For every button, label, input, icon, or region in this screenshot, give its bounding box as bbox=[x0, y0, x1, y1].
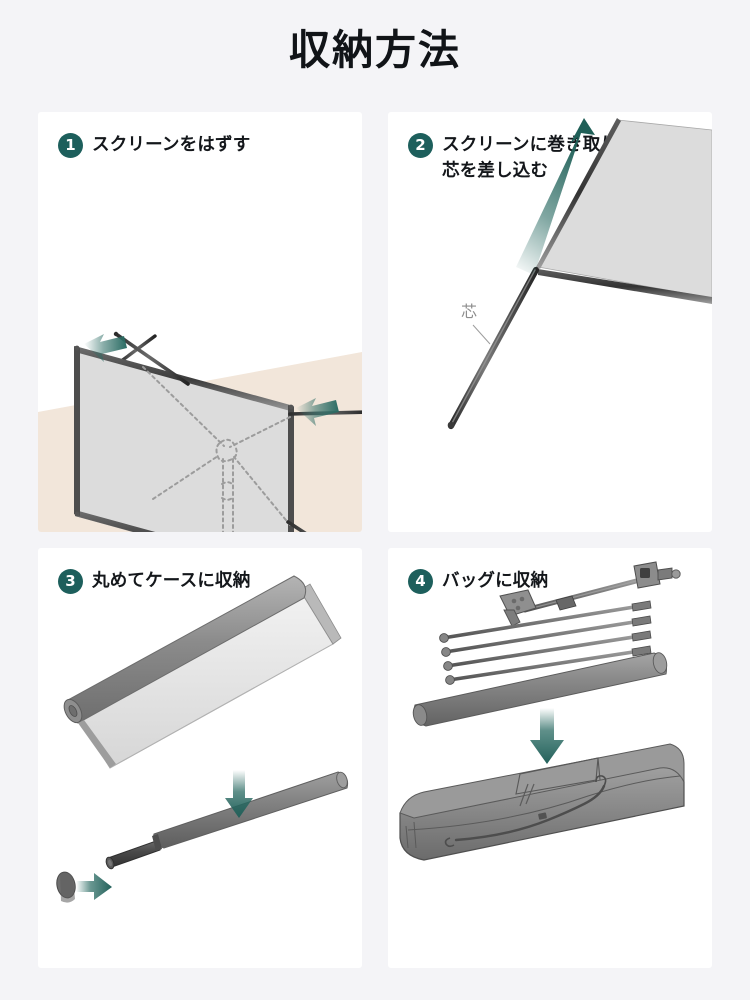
leg-1 bbox=[439, 600, 652, 643]
step-1-header: 1 スクリーンをはずす bbox=[58, 132, 348, 158]
cap-insert-arrow bbox=[76, 873, 112, 900]
step-2-illustration: 芯 bbox=[388, 112, 712, 532]
crossbar-right-hub bbox=[633, 561, 681, 589]
step-3-caption: 丸めてケースに収納 bbox=[92, 571, 251, 591]
projector-screen bbox=[74, 345, 294, 532]
insert-direction-arrow bbox=[516, 118, 595, 275]
step-4-illustration bbox=[388, 548, 712, 968]
leg-2 bbox=[441, 615, 652, 657]
step-1-illustration bbox=[38, 112, 362, 532]
screen-sheet bbox=[536, 118, 712, 304]
detach-arrow-right bbox=[296, 398, 339, 426]
rolled-screen bbox=[63, 575, 342, 769]
step-1-caption: スクリーンをはずす bbox=[92, 135, 251, 155]
core-label: 芯 bbox=[461, 302, 477, 321]
step-3-illustration bbox=[38, 548, 362, 968]
insert-down-arrow bbox=[225, 770, 253, 818]
hidden-frame-dashed bbox=[142, 366, 291, 532]
tube-case bbox=[105, 771, 349, 870]
step-4-header: 4 バッグに収納 bbox=[408, 568, 698, 594]
carry-bag bbox=[399, 743, 685, 861]
step-4-caption: バッグに収納 bbox=[442, 571, 549, 591]
core-label-group: 芯 bbox=[461, 302, 491, 345]
step-3-header: 3 丸めてケースに収納 bbox=[58, 568, 348, 594]
step-card-4: 4 バッグに収納 bbox=[388, 548, 712, 968]
steps-grid: 1 スクリーンをはずす bbox=[38, 112, 712, 968]
crossbar-assembly bbox=[499, 561, 681, 627]
step-2-badge: 2 bbox=[408, 133, 433, 158]
step-card-1: 1 スクリーンをはずす bbox=[38, 112, 362, 532]
tube-end-cap bbox=[56, 871, 76, 903]
leg-3 bbox=[443, 630, 652, 671]
crossbar-left-hub bbox=[499, 589, 537, 627]
detach-arrow-top-left bbox=[84, 334, 127, 362]
step-3-badge: 3 bbox=[58, 569, 83, 594]
page-title: 収納方法 bbox=[289, 26, 461, 74]
step-4-badge: 4 bbox=[408, 569, 433, 594]
step-card-2: 2 スクリーンに巻き取り用の 芯を差し込む bbox=[388, 112, 712, 532]
winding-core-rod bbox=[447, 266, 540, 430]
tube-case-4 bbox=[412, 652, 668, 727]
legs-group bbox=[439, 600, 652, 685]
step-card-3: 3 丸めてケースに収納 bbox=[38, 548, 362, 968]
step-1-badge: 1 bbox=[58, 133, 83, 158]
leg-4 bbox=[445, 645, 652, 685]
pack-down-arrow bbox=[530, 708, 564, 764]
